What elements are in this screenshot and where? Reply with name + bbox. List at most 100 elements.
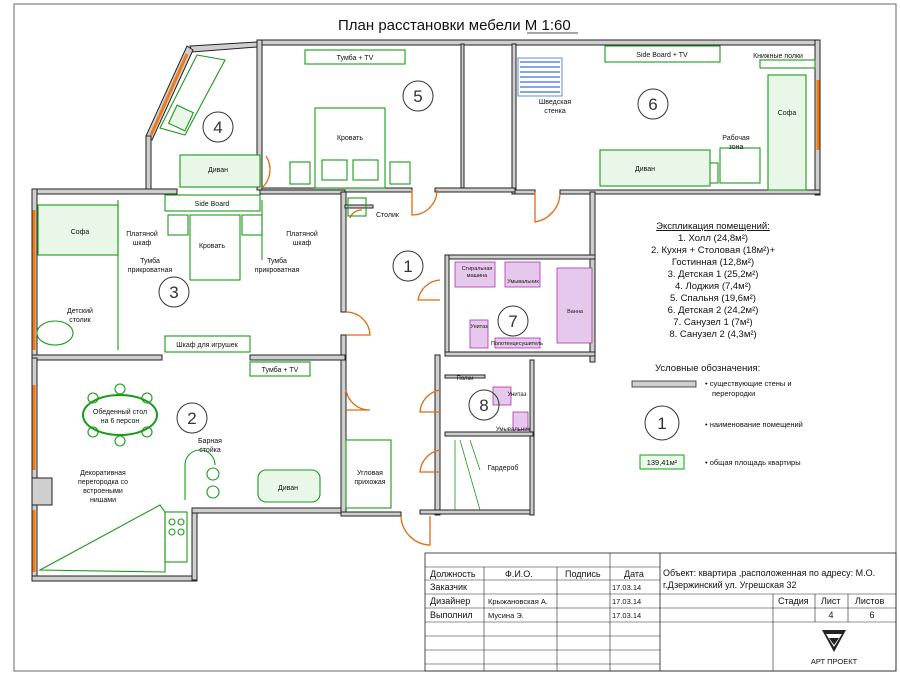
label: Барная <box>198 438 222 445</box>
tb-name: Мусина Э. <box>488 611 524 620</box>
label: стенка <box>544 108 566 115</box>
label: Side Board <box>195 201 230 208</box>
label: Шведская <box>539 99 571 106</box>
label: Угловая <box>357 470 383 477</box>
label: Полотенцесушитель <box>491 341 543 347</box>
tb-name: Крыжановская А. <box>488 597 548 606</box>
room-number: 7 <box>508 312 517 331</box>
explication-item: 5. Спальня (19,6м²) <box>670 293 756 304</box>
legend-text: перегородки <box>712 389 755 398</box>
company-name: АРТ ПРОЕКТ <box>811 657 858 666</box>
label: Тумба + TV <box>262 366 299 374</box>
room-number: 5 <box>413 87 422 106</box>
tb-header: Подпись <box>565 569 601 579</box>
room-numbers: 1 2 3 4 5 6 7 8 <box>158 80 669 434</box>
label: Тумба + TV <box>337 54 374 62</box>
label: перегородка со <box>78 479 128 486</box>
label: Обеденный стол <box>93 408 147 416</box>
label: Диван <box>635 166 655 173</box>
windows <box>32 53 820 572</box>
label: прикроватная <box>128 267 173 274</box>
tb-object: Объект: квартира ,расположенная по адрес… <box>663 568 875 578</box>
label: Диван <box>208 167 228 174</box>
label: Декоративная <box>80 470 126 477</box>
room-number: 8 <box>479 396 488 415</box>
label: шкаф <box>293 240 312 247</box>
room-number: 6 <box>648 95 657 114</box>
room-number: 4 <box>213 118 222 137</box>
tb-role: Выполнил <box>430 610 473 620</box>
label: Платяной <box>286 230 318 238</box>
tb-object: г.Дзержинский ул. Угрешская 32 <box>663 580 797 590</box>
label: Кровать <box>337 135 363 142</box>
explication-item: 3. Детская 1 (25,2м²) <box>668 269 759 280</box>
label: стойка <box>199 446 221 454</box>
explication-item: 6. Детская 2 (24,2м²) <box>668 305 759 316</box>
label: Книжные полки <box>753 53 803 60</box>
tb-stage-value: 6 <box>869 610 874 620</box>
room-number: 1 <box>403 257 412 276</box>
tb-stage-header: Листов <box>855 596 884 606</box>
label: Стиральная <box>462 266 493 272</box>
explication: Экспликация помещений: 1. Холл (24,8м²) … <box>651 221 776 340</box>
label: Ванна <box>567 309 584 315</box>
tb-stage-header: Стадия <box>778 596 809 606</box>
label: Рабочая <box>722 134 750 142</box>
label: Столик <box>376 212 400 219</box>
label: Умывальник <box>507 279 539 285</box>
explication-header: Экспликация помещений: <box>656 221 770 232</box>
legend-text: • общая площадь квартиры <box>705 458 801 467</box>
label: шкаф <box>133 240 152 247</box>
area-swatch <box>639 454 685 470</box>
label: Тумба <box>267 257 287 265</box>
tb-date: 17.03.14 <box>612 611 641 620</box>
label: прикроватная <box>255 267 300 274</box>
label: Гардероб <box>488 464 519 472</box>
label: нишами <box>90 497 116 504</box>
label: Унитаз <box>470 324 488 330</box>
room-number: 3 <box>169 283 178 302</box>
wall-swatch <box>631 380 697 388</box>
label: Платяной <box>126 230 158 238</box>
label: прихожая <box>354 479 385 486</box>
tb-role: Дизайнер <box>430 596 470 606</box>
tb-date: 17.03.14 <box>612 597 641 606</box>
label: встроеными <box>83 488 123 495</box>
label: Детский <box>67 307 93 315</box>
explication-item: 4. Лоджия (7,4м²) <box>675 281 751 292</box>
label: Шкаф для игрушек <box>176 342 238 349</box>
plan-title: План расстановки мебели М 1:60 <box>338 17 571 34</box>
explication-item: 7. Санузел 1 (7м²) <box>673 317 752 328</box>
legend-header: Условные обозначения: <box>655 363 760 374</box>
legend: Условные обозначения: • существующие сте… <box>631 363 803 470</box>
company-logo-icon <box>822 630 846 652</box>
explication-item: 1. Холл (24,8м²) <box>678 233 748 244</box>
label: Кровать <box>199 243 225 250</box>
tb-role: Заказчик <box>430 582 467 592</box>
label: Side Board + TV <box>636 52 688 59</box>
label: столик <box>69 317 91 324</box>
label: зона <box>729 144 744 151</box>
explication-item: 8. Санузел 2 (4,3м²) <box>669 329 756 340</box>
legend-text: • существующие стены и <box>705 379 792 388</box>
tb-stage-value: 4 <box>828 610 833 620</box>
doors <box>261 155 561 546</box>
label: Умывальник <box>496 427 531 433</box>
title-block: Должность Ф.И.О. Подпись Дата Заказчик 1… <box>424 552 897 672</box>
label: Диван <box>278 485 298 492</box>
furniture <box>36 45 816 573</box>
label: Унитаз <box>508 392 527 398</box>
tb-date: 17.03.14 <box>612 583 641 592</box>
label: Тумба <box>140 257 160 265</box>
explication-item: 2. Кухня + Столовая (18м²)+ <box>651 245 776 256</box>
label: Софа <box>778 110 797 117</box>
plumbing <box>454 261 593 511</box>
label: на 6 персон <box>101 418 140 425</box>
explication-item: Гостинная (12,8м²) <box>672 257 754 268</box>
furniture-labels: Тумба + TV Кровать Side Board + TV Книжн… <box>67 52 803 504</box>
label: машина <box>467 273 488 279</box>
tb-header: Дата <box>624 569 644 579</box>
tb-header: Ф.И.О. <box>505 569 533 579</box>
label: Полки <box>457 376 474 382</box>
